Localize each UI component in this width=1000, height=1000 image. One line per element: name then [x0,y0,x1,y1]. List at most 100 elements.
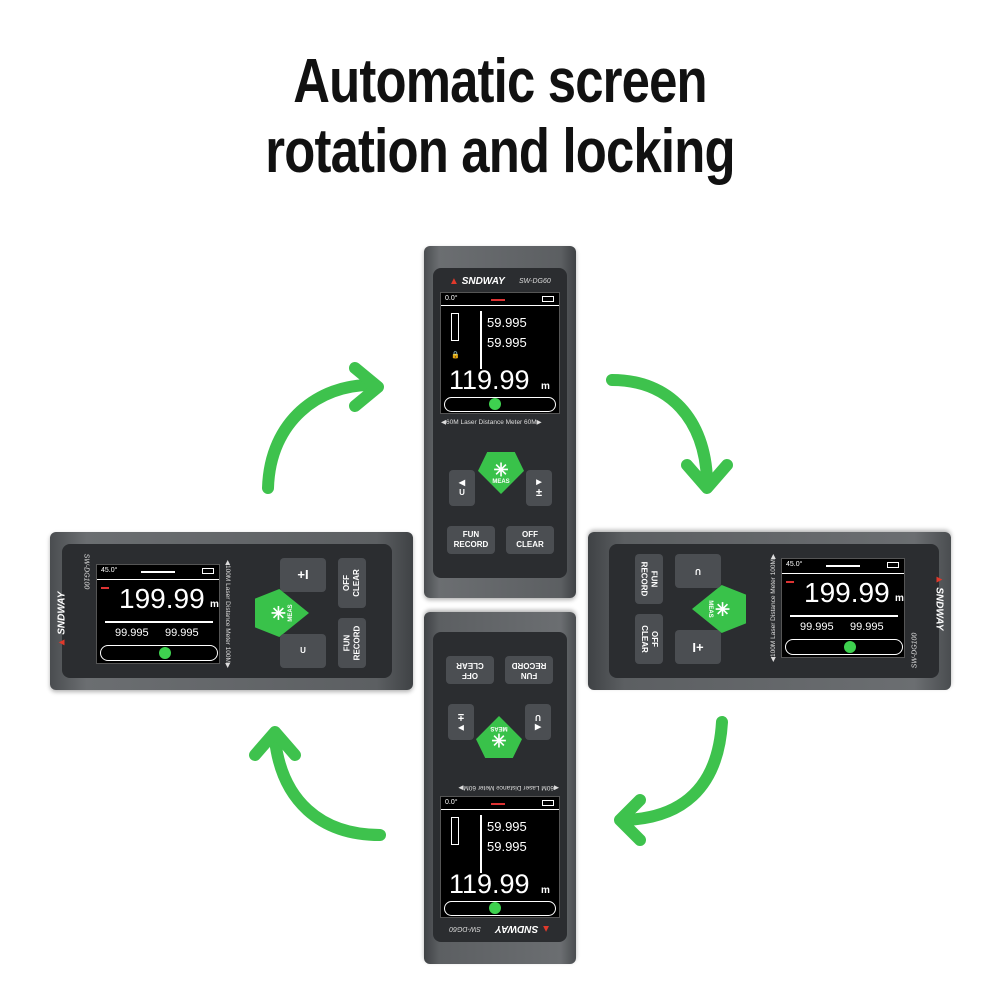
device-bottom-portrait-rotated: ▲ SNDWAY SW-DG60 0.0° 59.995 59.995 119.… [424,612,576,964]
arrow-head-br [614,794,646,846]
battery-icon [887,562,899,568]
meas-button[interactable]: ✳MEAS [255,589,309,637]
level-bar [444,397,556,412]
meas-button[interactable]: ✳MEAS [476,716,522,758]
angle-readout: 45.0° [786,561,803,568]
reading-2: 59.995 [487,335,527,350]
reading-2: 59.995 [487,839,527,854]
level-bubble [489,902,501,914]
display-screen: 45.0° 199.99 m 99.995 99.995 [781,558,905,658]
brand-logo: ▲ SNDWAY [56,591,68,648]
main-reading: 119.99 [449,365,530,395]
level-bar [100,645,218,661]
vertical-arrow-icon [480,311,482,369]
arrow-head-tl [349,362,384,412]
arrow-bottom-right-icon [619,716,728,826]
area-mode-button[interactable]: ◀U [449,470,475,506]
model-label: SW-DG60 [449,925,481,932]
level-bar [785,639,903,655]
unit-label: m [541,885,550,896]
battery-icon [542,800,554,806]
laser-icon: ✳ [269,605,289,621]
brand-logo: ▲ SNDWAY [449,276,505,287]
horizontal-arrow-icon [105,621,213,623]
area-mode-button[interactable]: ◀U [525,704,551,740]
device-top-portrait: ▲ SNDWAY SW-DG60 0.0° 🔒 59.995 59.995 11… [424,246,576,598]
mode-icon [451,313,459,341]
model-label: SW-DG60 [519,278,551,285]
angle-readout: 0.0° [445,799,458,806]
device-left-landscape: ▲ SNDWAY SW-DG100 45.0° 199.99 m 99.995 … [50,532,413,690]
arrow-top-left-icon [262,379,376,494]
plus-minus-button[interactable]: ▶± [526,470,552,506]
lock-icon: 🔒 [451,352,460,359]
battery-icon [542,296,554,302]
vertical-arrow-icon [480,815,482,873]
unit-label: m [895,593,904,604]
plus-button[interactable]: +I [675,630,721,664]
laser-icon: ✳ [493,460,509,480]
range-label: ◀100M Laser Distance Meter 100M▶ [770,554,778,662]
main-reading: 199.99 [119,583,205,614]
reading-2: 99.995 [850,621,884,633]
level-bar [444,901,556,916]
area-mode-button[interactable]: U [675,554,721,588]
display-screen: 0.0° 🔒 59.995 59.995 119.99 m [440,292,560,414]
device-right-landscape-rotated: ▲ SNDWAY SW-DG100 45.0° 199.99 m 99.995 … [588,532,951,690]
battery-icon [202,568,214,574]
horizontal-arrow-icon [790,615,898,617]
reference-icon [786,581,794,583]
meas-button[interactable]: ✳MEAS [692,585,746,633]
area-mode-button[interactable]: U [280,634,326,668]
reading-1: 59.995 [487,819,527,834]
range-label: ◀100M Laser Distance Meter 100M▶ [223,560,231,668]
mode-icon [141,571,175,573]
arrow-top-right-icon [606,374,713,486]
mode-icon [826,565,860,567]
arrow-head-bl [249,726,301,761]
reading-1: 99.995 [800,621,834,633]
angle-readout: 0.0° [445,295,458,302]
main-reading: 199.99 [804,577,890,608]
mode-icon [451,817,459,845]
unit-label: m [541,381,550,392]
range-label: ◀60M Laser Distance Meter 60M▶ [458,784,559,791]
level-bubble [844,640,856,653]
angle-readout: 45.0° [101,567,118,574]
headline-line-2: rotation and locking [265,117,735,186]
range-label: ◀60M Laser Distance Meter 60M▶ [441,419,542,426]
reference-icon [101,587,109,589]
arrow-bottom-left-icon [269,734,386,841]
model-label: SW-DG100 [82,553,90,590]
display-screen: 45.0° 199.99 m 99.995 99.995 [96,564,220,664]
reference-icon [491,803,505,805]
brand-logo: ▲ SNDWAY [495,923,551,934]
laser-icon: ✳ [491,730,507,750]
plus-minus-button[interactable]: ▶± [448,704,474,740]
laser-icon: ✳ [712,601,732,617]
main-reading: 119.99 [449,869,530,899]
plus-button[interactable]: +I [280,558,326,592]
level-bubble [489,398,501,410]
level-bubble [159,646,171,659]
display-screen: 0.0° 59.995 59.995 119.99 m [440,796,560,918]
unit-label: m [210,599,219,610]
headline-line-1: Automatic screen [293,47,707,116]
meas-button[interactable]: ✳MEAS [478,452,524,494]
reading-2: 99.995 [165,627,199,639]
reading-1: 59.995 [487,315,527,330]
reference-icon [491,299,505,301]
